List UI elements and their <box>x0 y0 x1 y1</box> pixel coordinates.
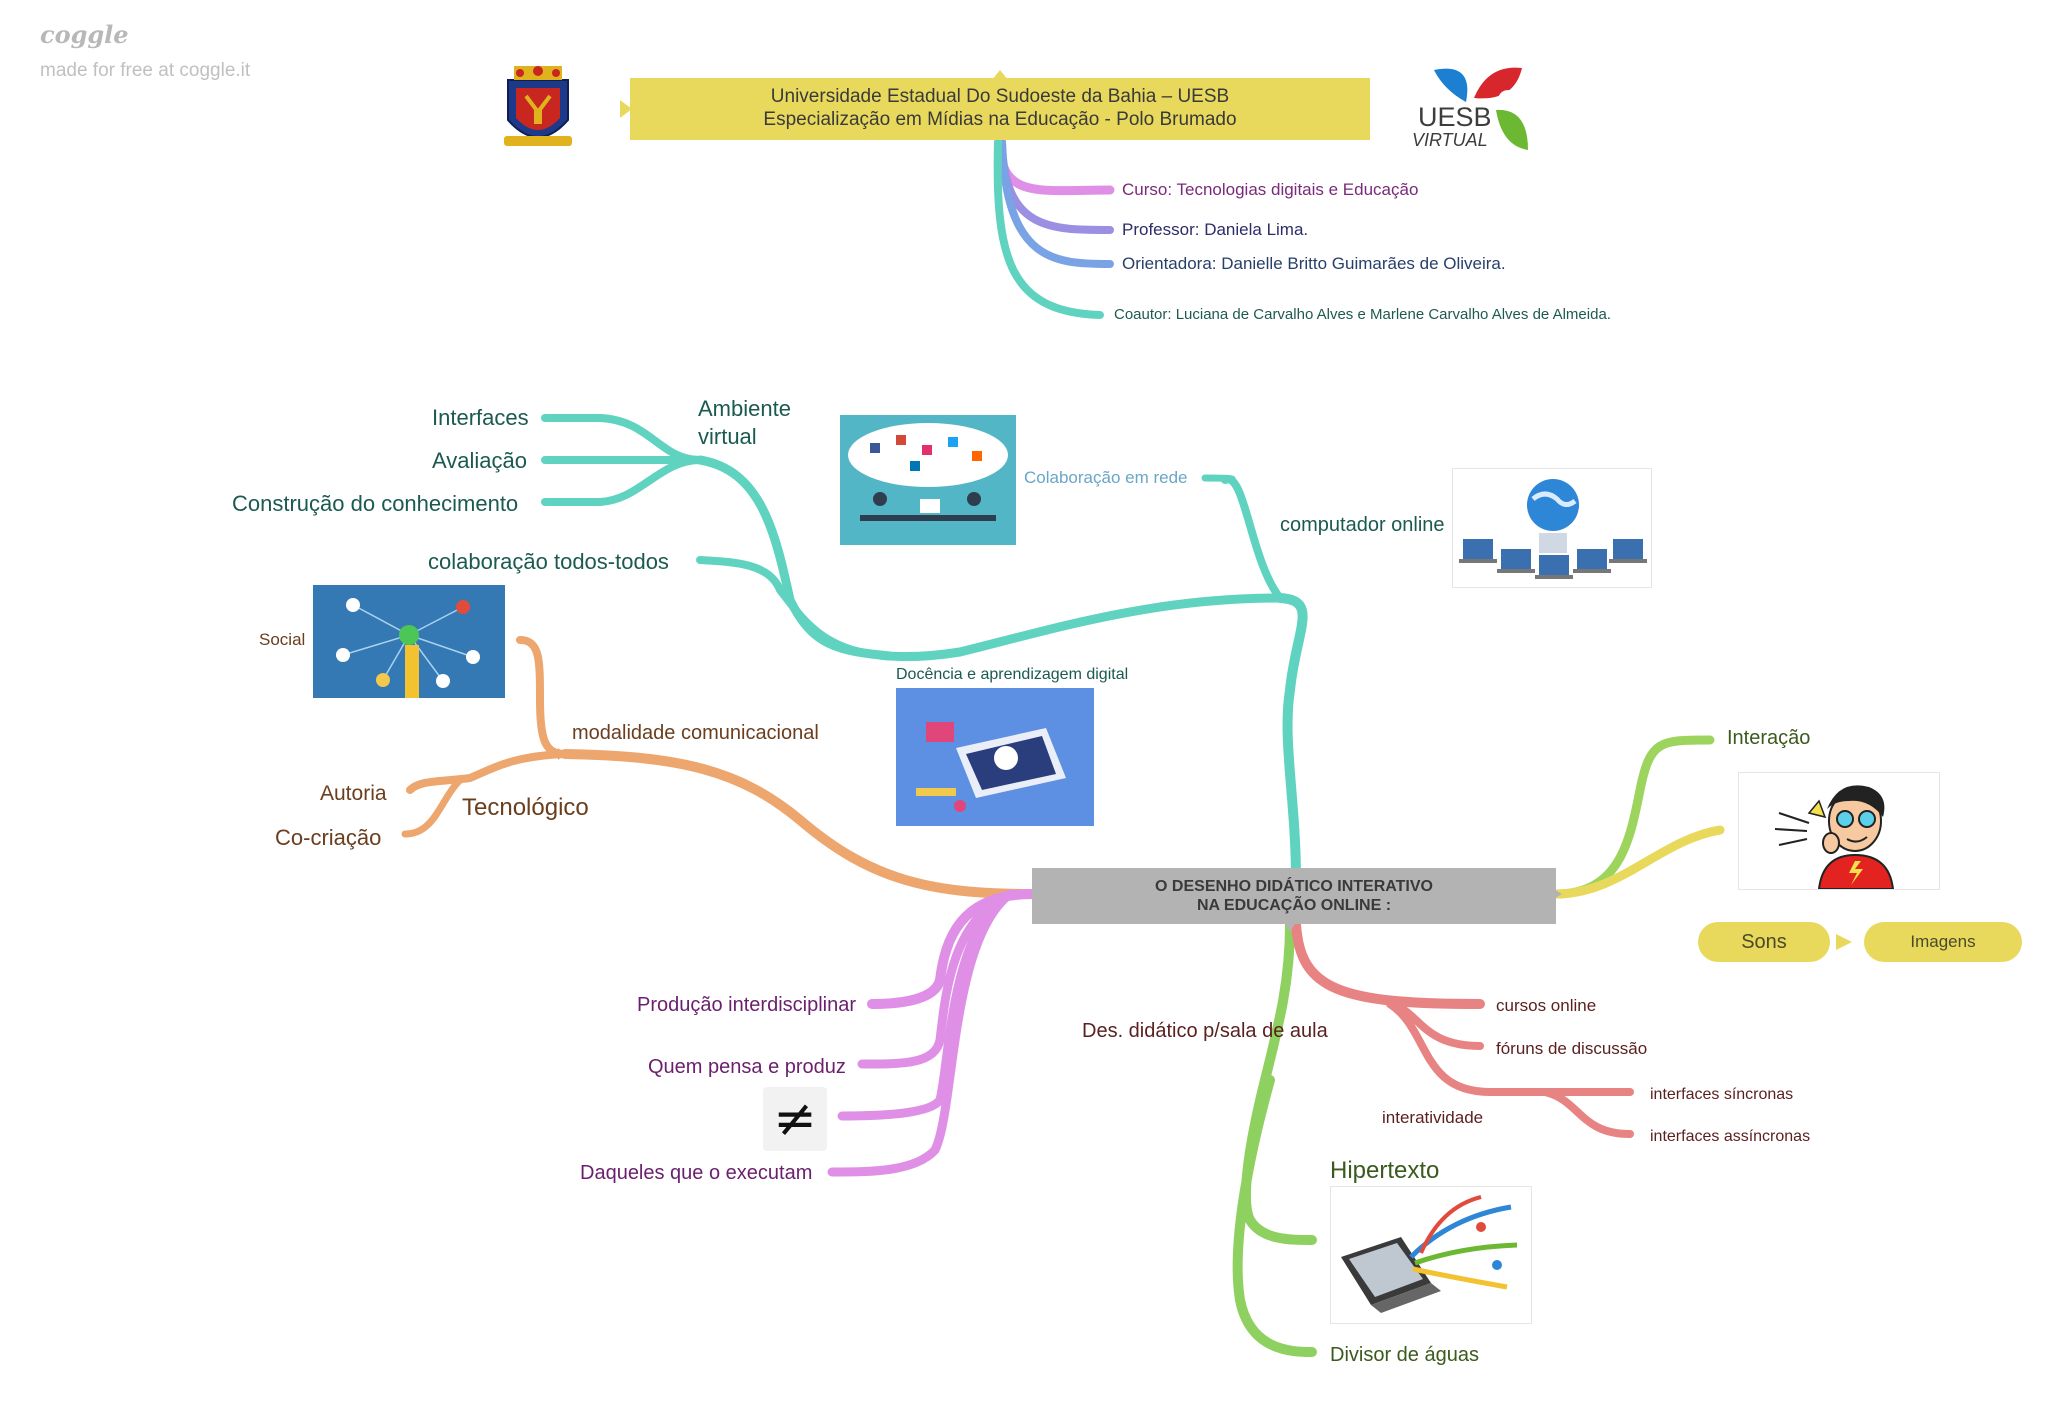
root-top-notch <box>992 70 1008 80</box>
info-professor[interactable]: Professor: Daniela Lima. <box>1122 220 1309 239</box>
uesb-virtual-logo: UESB VIRTUAL <box>1404 62 1544 158</box>
sons-label: Sons <box>1741 930 1787 953</box>
node-des-didatico[interactable]: Des. didático p/sala de aula <box>1082 1020 1328 1042</box>
info-orientadora[interactable]: Orientadora: Danielle Britto Guimarães d… <box>1122 254 1506 273</box>
node-modalidade-comunicacional[interactable]: modalidade comunicacional <box>572 722 819 744</box>
coggle-logo[interactable]: coggle <box>40 20 129 49</box>
uesb-crest-logo <box>500 62 576 154</box>
node-cursos-online[interactable]: cursos online <box>1496 996 1597 1015</box>
center-bottom-notch <box>1284 922 1296 932</box>
branch-coautor <box>993 138 1104 319</box>
coggle-watermark-text[interactable]: made for free at coggle.it <box>40 60 251 81</box>
branch-curso <box>995 137 1115 196</box>
node-colaboracao-em-rede[interactable]: Colaboração em rede <box>1024 468 1188 487</box>
node-avaliacao[interactable]: Avaliação <box>432 448 527 473</box>
branch-orientadora <box>998 138 1114 268</box>
node-divisor-de-aguas[interactable]: Divisor de águas <box>1330 1344 1479 1366</box>
node-social[interactable]: Social <box>259 630 306 649</box>
root-left-notch <box>620 100 632 118</box>
node-construcao-conhecimento[interactable]: Construção do conhecimento <box>232 491 519 516</box>
node-tecnologico[interactable]: Tecnológico <box>462 794 589 821</box>
node-imagens[interactable]: Imagens <box>1864 922 2022 962</box>
node-daqueles-executam[interactable]: Daqueles que o executam <box>580 1162 813 1184</box>
root-title-line1: Universidade Estadual Do Sudoeste da Bah… <box>770 86 1230 108</box>
node-interfaces[interactable]: Interfaces <box>432 405 529 430</box>
node-co-criacao[interactable]: Co-criação <box>275 825 382 850</box>
node-foruns-discussao[interactable]: fóruns de discussão <box>1496 1039 1648 1058</box>
hypertext-laptop-image <box>1330 1186 1532 1324</box>
center-title-line2: NA EDUCAÇÃO ONLINE : <box>1196 897 1392 914</box>
sons-imagens-arrow <box>1836 934 1852 950</box>
cartoon-boy-image <box>1738 772 1940 890</box>
not-equal-icon: ≠ <box>763 1087 827 1151</box>
node-interacao[interactable]: Interação <box>1727 727 1811 749</box>
root-node[interactable]: Universidade Estadual Do Sudoeste da Bah… <box>630 78 1370 140</box>
uesb-virtual-text: UESB <box>1418 102 1492 132</box>
cloud-collaboration-image <box>840 415 1016 545</box>
node-producao-interdisciplinar[interactable]: Produção interdisciplinar <box>637 994 857 1016</box>
info-coautor[interactable]: Coautor: Luciana de Carvalho Alves e Mar… <box>1114 306 1611 323</box>
orange-knot <box>558 748 566 760</box>
node-autoria[interactable]: Autoria <box>320 782 387 805</box>
computer-network-image <box>1452 468 1652 588</box>
social-network-image <box>313 585 505 698</box>
info-curso[interactable]: Curso: Tecnologias digitais e Educação <box>1122 180 1419 199</box>
node-quem-pensa-produz[interactable]: Quem pensa e produz <box>648 1056 846 1078</box>
node-docencia-aprendizagem[interactable]: Docência e aprendizagem digital <box>896 666 1129 683</box>
node-hipertexto[interactable]: Hipertexto <box>1330 1157 1440 1184</box>
imagens-label: Imagens <box>1910 932 1976 951</box>
node-ambiente-virtual-line2[interactable]: virtual <box>698 424 757 449</box>
node-ambiente-virtual-line1[interactable]: Ambiente <box>698 396 791 421</box>
center-node[interactable]: O DESENHO DIDÁTICO INTERATIVO NA EDUCAÇÃ… <box>1032 868 1556 924</box>
digital-learning-image <box>896 688 1094 826</box>
node-computador-online[interactable]: computador online <box>1280 514 1445 536</box>
node-interfaces-sincronas[interactable]: interfaces síncronas <box>1650 1086 1794 1103</box>
node-interatividade[interactable]: interatividade <box>1382 1108 1484 1127</box>
center-title-line1: O DESENHO DIDÁTICO INTERATIVO <box>1155 877 1433 895</box>
node-interfaces-assincronas[interactable]: interfaces assíncronas <box>1650 1128 1811 1145</box>
node-sons[interactable]: Sons <box>1698 922 1830 962</box>
root-title-line2: Especialização em Mídias na Educação - P… <box>763 109 1237 130</box>
uesb-virtual-subtext: VIRTUAL <box>1412 130 1488 150</box>
node-colaboracao-todos-todos[interactable]: colaboração todos-todos <box>428 549 669 574</box>
